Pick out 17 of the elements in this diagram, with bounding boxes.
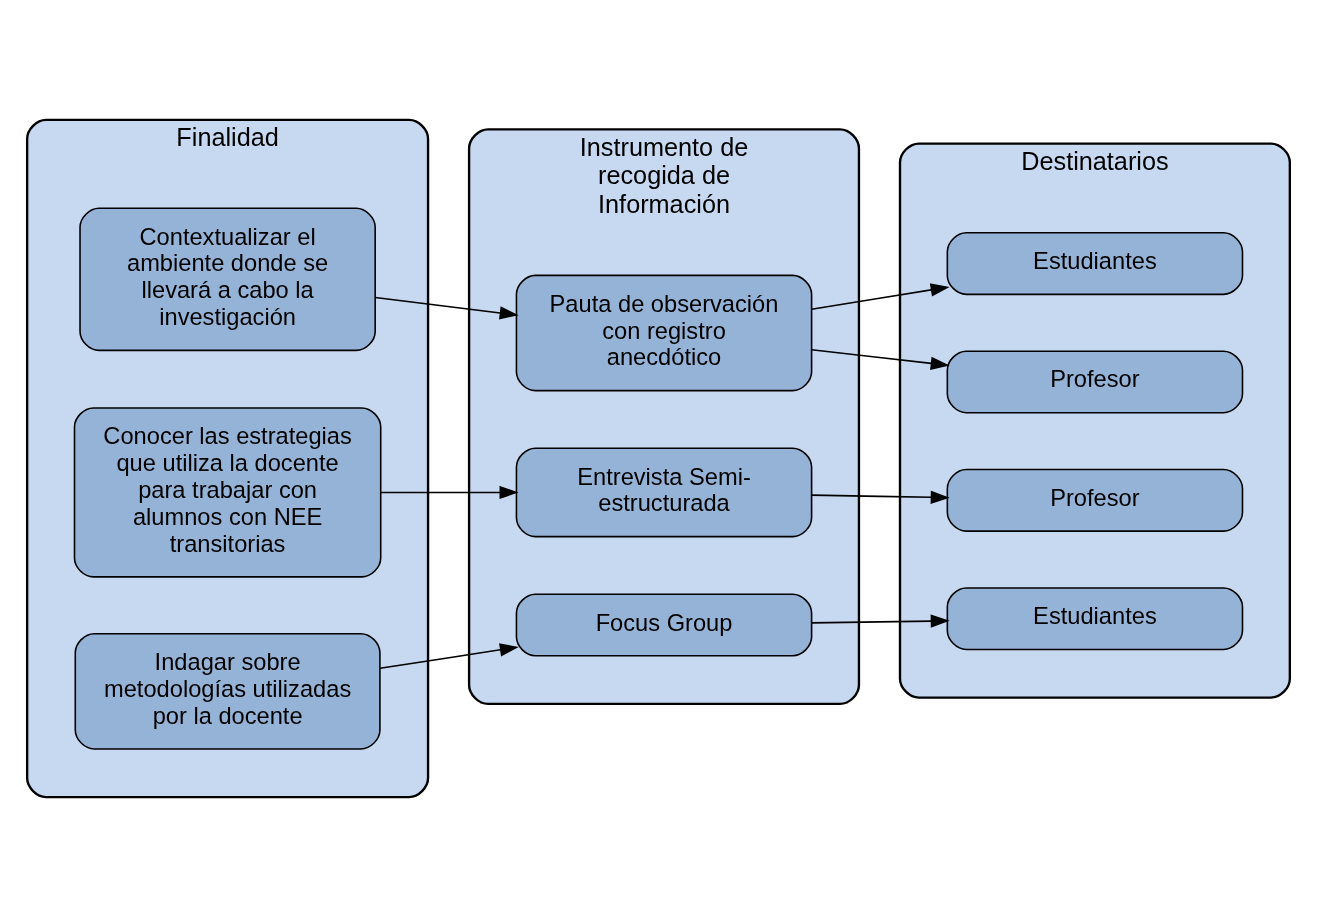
node-box: Indagar sobre metodologías utilizadas por la docente xyxy=(74,632,381,750)
node-box: Entrevista Semi-estructurada xyxy=(515,446,813,537)
arrow xyxy=(810,613,950,628)
node-box: Pauta de observación con registro anecdótico xyxy=(515,274,813,391)
node-box: Contextualizar el ambiente donde se llevará a cabo la investigación xyxy=(79,207,376,351)
node-box: Profesor xyxy=(946,468,1244,532)
arrow xyxy=(379,642,519,669)
node-box: Estudiantes xyxy=(946,586,1244,650)
node-box: Profesor xyxy=(946,349,1244,414)
arrow xyxy=(379,485,519,499)
arrow xyxy=(810,490,950,504)
node-box: Focus Group xyxy=(515,592,813,657)
node-box: Estudiantes xyxy=(946,231,1244,295)
arrow xyxy=(374,296,519,319)
arrow xyxy=(810,282,950,310)
arrow xyxy=(810,348,950,370)
node-box: Conocer las estrategias que utiliza la docente para trabajar con alumnos con NEE transitorias xyxy=(73,406,382,578)
